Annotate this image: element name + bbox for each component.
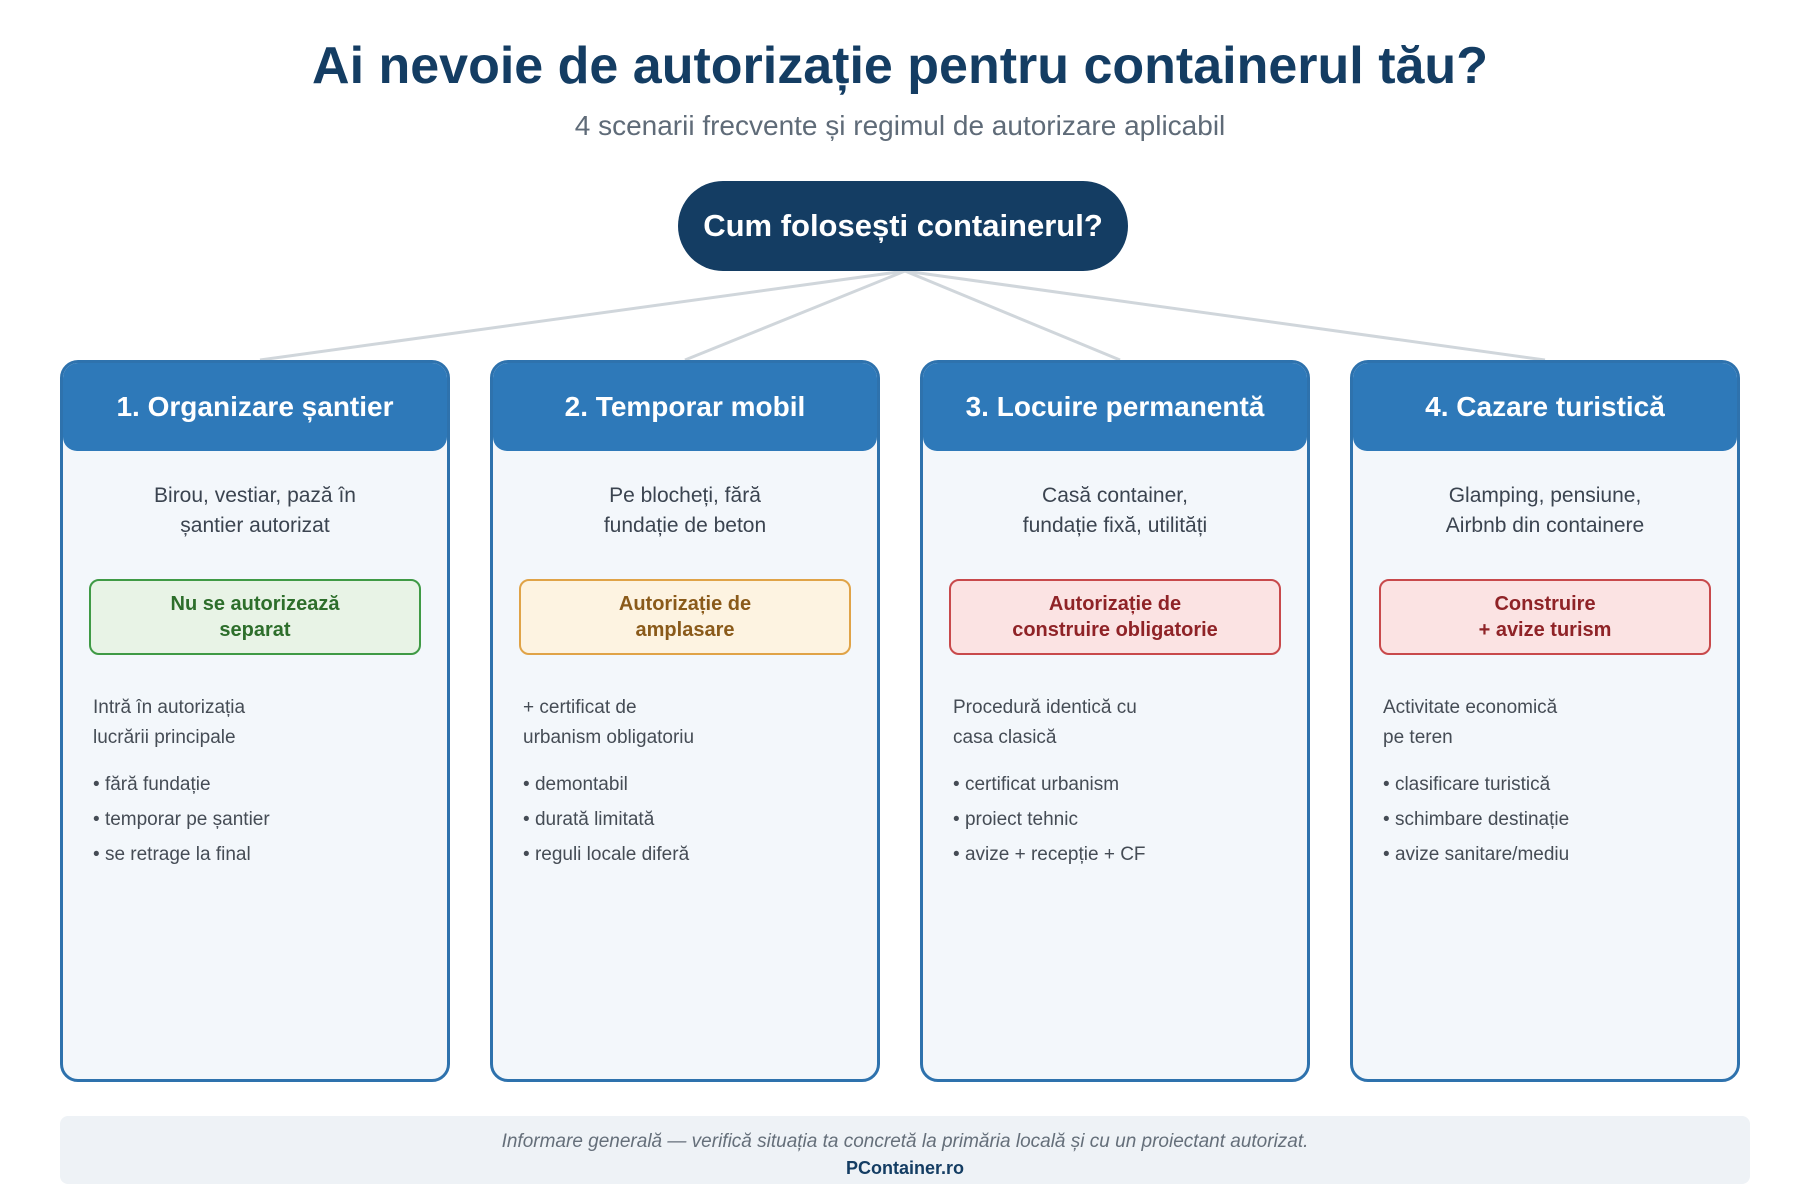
card-title: 4. Cazare turistică	[1425, 391, 1665, 422]
permit-status-badge: Autorizație de construire obligatorie	[949, 579, 1281, 655]
bullet-item: se retrage la final	[93, 837, 417, 872]
connector-line-3	[904, 269, 1121, 362]
badge-line: separat	[219, 619, 291, 641]
card-title: 3. Locuire permanentă	[965, 391, 1265, 422]
permit-status-badge: Construire + avize turism	[1379, 579, 1711, 655]
bullet-item: schimbare destinație	[1383, 802, 1707, 837]
bullet-item: avize sanitare/mediu	[1383, 837, 1707, 872]
page-title: Ai nevoie de autorizație pentru containe…	[312, 37, 1488, 95]
badge-line: Nu se autorizează	[170, 593, 340, 615]
bullet-item: certificat urbanism	[953, 767, 1277, 802]
page-subtitle: 4 scenarii frecvente și regimul de autor…	[574, 110, 1226, 141]
card-description-line: Airbnb din containere	[1445, 514, 1645, 537]
card-bullet-list: demontabil durată limitată reguli locale…	[493, 767, 877, 872]
card-note-line: Activitate economică	[1383, 697, 1558, 718]
badge-line: Autorizație de	[618, 593, 752, 615]
card-bullet-list: fără fundație temporar pe șantier se ret…	[63, 767, 447, 872]
card-note: Activitate economică pe teren	[1353, 693, 1737, 753]
card-note: Procedură identică cu casa clasică	[923, 693, 1307, 753]
card-description: Glamping, pensiune, Airbnb din container…	[1353, 481, 1737, 541]
badge-line: + avize turism	[1478, 619, 1612, 641]
permit-status-badge: Nu se autorizează separat	[89, 579, 421, 655]
card-bullet-list: certificat urbanism proiect tehnic avize…	[923, 767, 1307, 872]
card-note-line: casa clasică	[953, 727, 1057, 748]
footer-disclaimer: Informare generală — verifică situația t…	[60, 1116, 1750, 1184]
card-note: + certificat de urbanism obligatoriu	[493, 693, 877, 753]
scenario-card-organizare-santier: 1. Organizare șantier Birou, vestiar, pa…	[60, 360, 450, 1082]
scenario-card-locuire-permanenta: 3. Locuire permanentă Casă container, fu…	[920, 360, 1310, 1082]
card-note-line: lucrării principale	[93, 727, 236, 748]
card-description-line: fundație de beton	[603, 514, 767, 537]
card-header: 3. Locuire permanentă	[923, 363, 1307, 451]
scenario-card-cazare-turistica: 4. Cazare turistică Glamping, pensiune, …	[1350, 360, 1740, 1082]
badge-line: Construire	[1494, 593, 1596, 615]
card-description-line: Birou, vestiar, pază în	[154, 484, 356, 507]
badge-line: Autorizație de	[1048, 593, 1182, 615]
permit-status-badge: Autorizație de amplasare	[519, 579, 851, 655]
scenario-card-temporar-mobil: 2. Temporar mobil Pe blocheți, fără fund…	[490, 360, 880, 1082]
card-bullet-list: clasificare turistică schimbare destinaț…	[1353, 767, 1737, 872]
bullet-item: durată limitată	[523, 802, 847, 837]
card-description: Birou, vestiar, pază în șantier autoriza…	[63, 481, 447, 541]
card-description-line: Casă container,	[1042, 484, 1188, 507]
bullet-item: clasificare turistică	[1383, 767, 1707, 802]
card-description: Pe blocheți, fără fundație de beton	[493, 481, 877, 541]
bullet-item: fără fundație	[93, 767, 417, 802]
card-note-line: + certificat de	[523, 697, 637, 718]
card-note-line: urbanism obligatoriu	[523, 727, 695, 748]
connector-line-1	[259, 269, 906, 362]
card-description-line: fundație fixă, utilități	[1022, 514, 1208, 537]
badge-line: construire obligatorie	[1012, 619, 1218, 641]
card-header: 1. Organizare șantier	[63, 363, 447, 451]
bullet-item: avize + recepție + CF	[953, 837, 1277, 872]
card-note: Intră în autorizația lucrării principale	[63, 693, 447, 753]
connector-line-4	[904, 269, 1546, 362]
card-description-line: șantier autorizat	[180, 514, 330, 537]
card-title: 2. Temporar mobil	[564, 391, 806, 422]
card-header: 4. Cazare turistică	[1353, 363, 1737, 451]
bullet-item: demontabil	[523, 767, 847, 802]
root-question-node: Cum folosești containerul?	[678, 181, 1128, 271]
card-header: 2. Temporar mobil	[493, 363, 877, 451]
bullet-item: reguli locale diferă	[523, 837, 847, 872]
footer-brand: PContainer.ro	[845, 1158, 965, 1178]
connector-line-2	[684, 269, 906, 362]
card-description: Casă container, fundație fixă, utilități	[923, 481, 1307, 541]
card-description-line: Pe blocheți, fără	[609, 484, 761, 507]
card-description-line: Glamping, pensiune,	[1448, 484, 1642, 507]
badge-line: amplasare	[635, 619, 735, 641]
card-note-line: pe teren	[1383, 727, 1453, 748]
card-note-line: Procedură identică cu	[953, 697, 1137, 718]
bullet-item: proiect tehnic	[953, 802, 1277, 837]
bullet-item: temporar pe șantier	[93, 802, 417, 837]
footer-note: Informare generală — verifică situația t…	[501, 1131, 1309, 1152]
root-question-label: Cum folosești containerul?	[703, 208, 1103, 243]
card-note-line: Intră în autorizația	[93, 697, 246, 718]
card-title: 1. Organizare șantier	[116, 391, 394, 422]
